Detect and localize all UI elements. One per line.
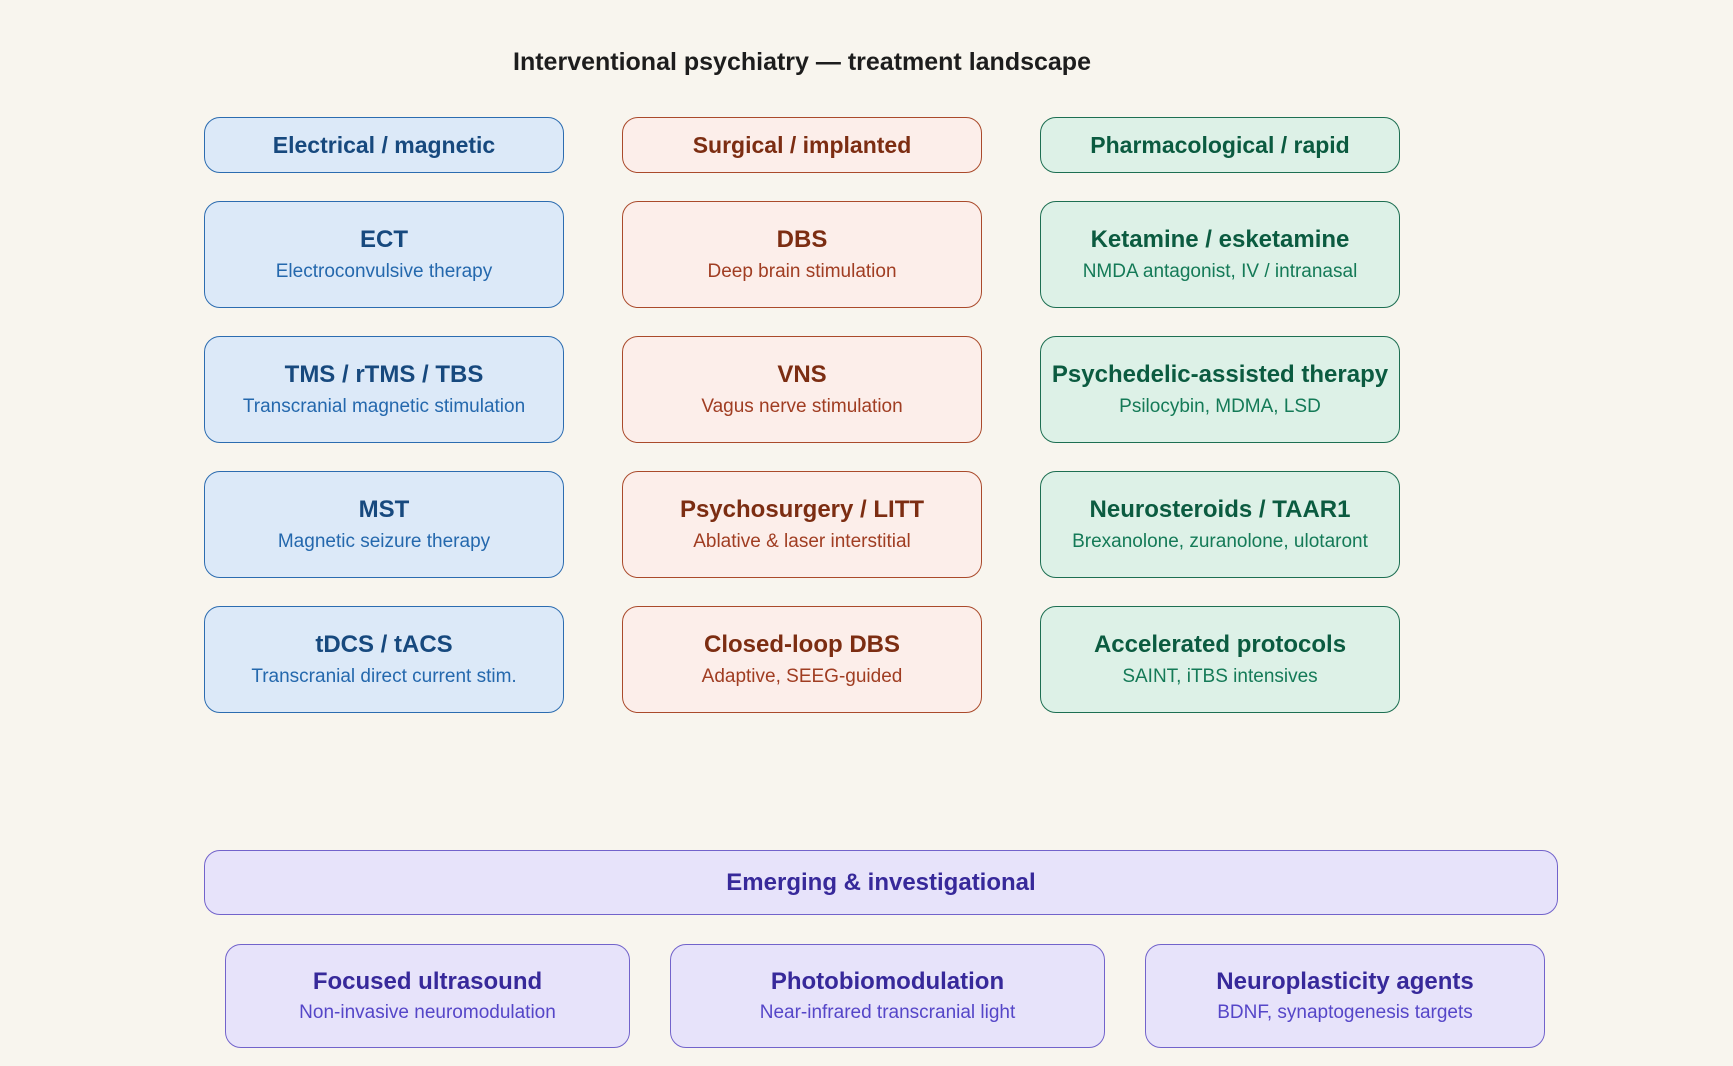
treatment-subtitle: NMDA antagonist, IV / intranasal [1082, 260, 1358, 282]
box-accelerated-protocols: Accelerated protocols SAINT, iTBS intens… [1040, 606, 1400, 713]
box-psychosurgery: Psychosurgery / LITT Ablative & laser in… [622, 471, 982, 578]
treatment-subtitle: Transcranial magnetic stimulation [242, 395, 526, 417]
treatment-title: tDCS / tACS [315, 631, 453, 659]
emerging-band: Emerging & investigational [204, 850, 1558, 915]
treatment-title: Ketamine / esketamine [1090, 226, 1350, 254]
box-ect: ECT Electroconvulsive therapy [204, 201, 564, 308]
box-dbs: DBS Deep brain stimulation [622, 201, 982, 308]
treatment-title: TMS / rTMS / TBS [284, 361, 484, 389]
column-header-electrical: Electrical / magnetic [204, 117, 564, 173]
treatment-subtitle: Near-infrared transcranial light [759, 1002, 1016, 1024]
treatment-title: Psychosurgery / LITT [679, 496, 925, 524]
treatment-title: DBS [776, 226, 828, 254]
box-psychedelic-therapy: Psychedelic-assisted therapy Psilocybin,… [1040, 336, 1400, 443]
box-ketamine: Ketamine / esketamine NMDA antagonist, I… [1040, 201, 1400, 308]
treatment-title: Neurosteroids / TAAR1 [1089, 496, 1351, 524]
box-focused-ultrasound: Focused ultrasound Non-invasive neuromod… [225, 944, 630, 1048]
box-photobiomodulation: Photobiomodulation Near-infrared transcr… [670, 944, 1105, 1048]
treatment-subtitle: Magnetic seizure therapy [277, 530, 491, 552]
box-neuroplasticity-agents: Neuroplasticity agents BDNF, synaptogene… [1145, 944, 1545, 1048]
emerging-row: Focused ultrasound Non-invasive neuromod… [225, 944, 1545, 1048]
treatment-subtitle: Psilocybin, MDMA, LSD [1119, 395, 1321, 417]
box-mst: MST Magnetic seizure therapy [204, 471, 564, 578]
box-neurosteroids: Neurosteroids / TAAR1 Brexanolone, zuran… [1040, 471, 1400, 578]
emerging-band-label: Emerging & investigational [726, 868, 1036, 896]
box-tdcs: tDCS / tACS Transcranial direct current … [204, 606, 564, 713]
treatment-subtitle: Brexanolone, zuranolone, ulotaront [1072, 530, 1368, 552]
treatment-subtitle: Deep brain stimulation [707, 260, 897, 282]
box-vns: VNS Vagus nerve stimulation [622, 336, 982, 443]
treatment-title: Accelerated protocols [1093, 631, 1347, 659]
treatment-subtitle: Electroconvulsive therapy [275, 260, 493, 282]
treatment-subtitle: BDNF, synaptogenesis targets [1217, 1002, 1473, 1024]
box-closed-loop-dbs: Closed-loop DBS Adaptive, SEEG-guided [622, 606, 982, 713]
treatment-subtitle: Non-invasive neuromodulation [299, 1002, 556, 1024]
treatment-subtitle: Ablative & laser interstitial [693, 530, 911, 552]
box-tms: TMS / rTMS / TBS Transcranial magnetic s… [204, 336, 564, 443]
treatment-grid: Electrical / magnetic Surgical / implant… [204, 117, 1400, 713]
treatment-subtitle: SAINT, iTBS intensives [1122, 665, 1318, 687]
column-header-surgical: Surgical / implanted [622, 117, 982, 173]
treatment-title: Neuroplasticity agents [1216, 967, 1474, 995]
treatment-title: MST [358, 496, 410, 524]
treatment-subtitle: Vagus nerve stimulation [701, 395, 903, 417]
page-title: Interventional psychiatry — treatment la… [513, 48, 1091, 76]
treatment-title: VNS [777, 361, 827, 389]
treatment-title: Focused ultrasound [312, 967, 543, 995]
treatment-subtitle: Transcranial direct current stim. [251, 665, 517, 687]
treatment-title: Psychedelic-assisted therapy [1051, 361, 1389, 389]
treatment-title: Closed-loop DBS [704, 631, 900, 659]
column-header-pharmacological: Pharmacological / rapid [1040, 117, 1400, 173]
treatment-title: Photobiomodulation [770, 967, 1005, 995]
treatment-subtitle: Adaptive, SEEG-guided [701, 665, 903, 687]
treatment-title: ECT [360, 226, 408, 254]
